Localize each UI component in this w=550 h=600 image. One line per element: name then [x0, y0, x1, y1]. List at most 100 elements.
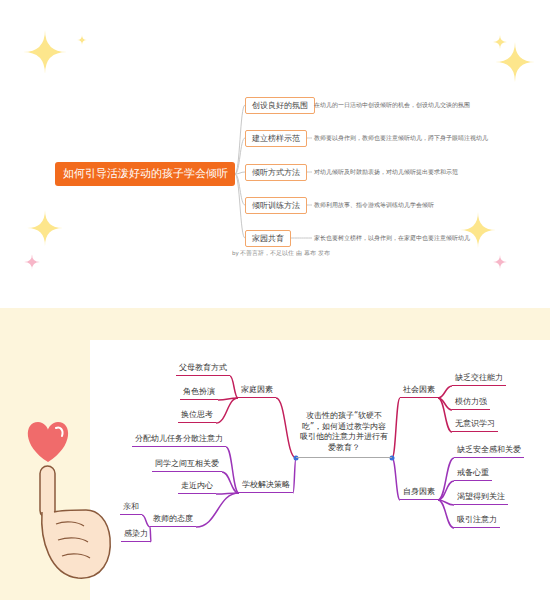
detail-note: 对幼儿倾听及时鼓励表扬，对幼儿倾听提出要求和示范: [312, 167, 460, 176]
branch-connector: [307, 205, 312, 206]
sparkle: [495, 42, 535, 82]
sparkle: [77, 35, 87, 45]
branch-connector: [230, 376, 238, 398]
sparkle: [493, 255, 507, 269]
node-text: 倾听方式方法: [252, 168, 300, 177]
node-text: 家园共育: [252, 234, 284, 243]
mindmap-topic: 社会因素: [400, 385, 438, 398]
mindmap-topic: 学校解决策略: [239, 480, 293, 493]
mindmap-topic: 分配幼儿任务分散注意力: [132, 434, 226, 447]
node-text: 倾听训练方法: [252, 201, 300, 210]
branch-connector: [235, 138, 245, 174]
sparkle: [27, 210, 63, 246]
mindmap-topic: 走近内心: [178, 481, 216, 494]
branch-box: 家园共育: [245, 230, 291, 247]
branch-connector: [307, 172, 312, 173]
branch-box: 倾听训练方法: [245, 197, 307, 214]
mindmap-topic: 父母教育方式: [176, 363, 230, 376]
branch-connector: [392, 458, 400, 500]
branch-connector: [392, 398, 400, 458]
node-text: 学校解决策略: [242, 480, 290, 490]
detail-note: 在幼儿的一日活动中创设倾听的机会，创设幼儿交谈的氛围: [312, 100, 472, 109]
branch-connector: [293, 458, 296, 493]
node-text: 无意识学习: [455, 419, 495, 429]
mindmap-topic: 吸引注意力: [454, 515, 500, 528]
pink-stars: [24, 254, 507, 270]
sparkle-stars: [23, 30, 535, 248]
junction-dot: [294, 456, 299, 461]
node-text: 分配幼儿任务分散注意力: [135, 434, 223, 444]
branch-connector: [438, 481, 454, 500]
detail-note: 家长也要树立榜样，以身作则，在家庭中也要注意倾听幼儿: [312, 233, 472, 242]
mindmap-topic: 同学之间互相关爱: [152, 459, 222, 472]
branch-connector: [235, 174, 245, 238]
node-text: 对幼儿倾听及时鼓励表扬，对幼儿倾听提出要求和示范: [314, 168, 458, 175]
branch-connector: [438, 398, 452, 432]
node-text: 渴望得到关注: [457, 492, 505, 502]
node-text: 教师要以身作则，教师也要注意倾听幼儿，蹲下身子眼睛注视幼儿: [314, 134, 488, 141]
node-text: 换位思考: [181, 410, 213, 420]
mindmap-topic: 模仿力强: [452, 397, 490, 410]
mindmap-topic: 亲和: [120, 502, 142, 515]
hand-heart-illustration: [28, 422, 110, 578]
mindmap-topic: 家庭因素: [238, 385, 276, 398]
detail-note: 教师要以身作则，教师也要注意倾听幼儿，蹲下身子眼睛注视幼儿: [312, 133, 490, 142]
node-text: 攻击性的孩子“软硬不吃”，如何通过教学内容吸引他的注意力并进行有爱教育？: [298, 411, 390, 454]
mindmap-topic: 教师的态度: [150, 514, 196, 527]
node-text: 感染力: [124, 529, 148, 539]
mindmap-topic: 渴望得到关注: [454, 492, 508, 505]
node-text: 缺乏安全感和关爱: [457, 445, 521, 455]
heart: [28, 422, 68, 462]
node-text: 父母教育方式: [179, 363, 227, 373]
branch-connector: [216, 398, 238, 423]
node-text: 创设良好的氛围: [252, 101, 308, 110]
mindmap-topic: 戒备心重: [454, 468, 492, 481]
branch-connector: [276, 398, 296, 458]
node-text: 自身因素: [403, 487, 435, 497]
branch-connector: [307, 138, 312, 139]
mindmap-topic: 角色扮演: [180, 387, 218, 400]
watermark: by 不善言辞，不足以住 由 幕布 发布: [232, 250, 330, 257]
palm: [42, 510, 110, 578]
mindmap-topic: 缺乏交往能力: [452, 373, 506, 386]
finger: [40, 466, 55, 518]
node-text: 社会因素: [403, 385, 435, 395]
heart-shine: [56, 427, 63, 436]
sparkle: [460, 212, 496, 248]
node-text: 同学之间互相关爱: [155, 459, 219, 469]
branch-connector: [222, 472, 239, 493]
node-text: 家长也要树立榜样，以身作则，在家庭中也要注意倾听幼儿: [314, 234, 470, 241]
node-text: 建立榜样示范: [252, 134, 300, 143]
node-text: 模仿力强: [455, 397, 487, 407]
branch-connector: [438, 500, 454, 528]
mindmap-topic: 换位思考: [178, 410, 216, 423]
sparkle: [23, 30, 67, 74]
branch-connector: [235, 172, 245, 174]
node-text: 缺乏交往能力: [455, 373, 503, 383]
branch-box: 建立榜样示范: [245, 130, 307, 147]
mindmap-topic: 缺乏安全感和关爱: [454, 445, 524, 458]
branch-connector: [438, 386, 452, 398]
mindmap-topic: 感染力: [121, 529, 151, 542]
branch-connector: [196, 493, 239, 527]
node-text: 家庭因素: [241, 385, 273, 395]
mindmap-topic: 无意识学习: [452, 419, 498, 432]
node-text: 吸引注意力: [457, 515, 497, 525]
node-text: 走近内心: [181, 481, 213, 491]
node-text: 角色扮演: [183, 387, 215, 397]
node-text: 戒备心重: [457, 468, 489, 478]
branch-connector: [235, 105, 245, 174]
branch-connector: [291, 238, 312, 239]
node-text: 教师利用故事、指令游戏等训练幼儿学会倾听: [314, 201, 434, 208]
node-text: 亲和: [123, 502, 139, 512]
junction-dot: [390, 456, 395, 461]
central-topic: 如何引导活泼好动的孩子学会倾听: [55, 162, 235, 185]
branch-box: 创设良好的氛围: [245, 97, 315, 114]
branch-connector: [438, 458, 454, 500]
central-question: 攻击性的孩子“软硬不吃”，如何通过教学内容吸引他的注意力并进行有爱教育？: [296, 411, 392, 458]
node-text: 如何引导活泼好动的孩子学会倾听: [59, 167, 231, 180]
